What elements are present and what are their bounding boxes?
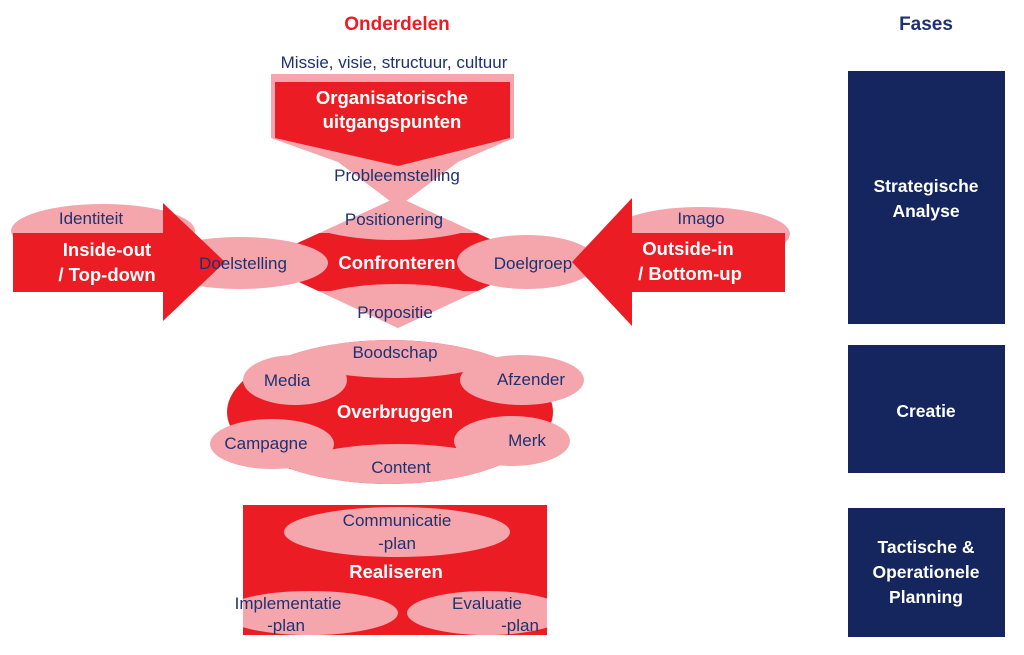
- column-header-fases: Fases: [899, 14, 953, 35]
- implementatieplan-ellipse: [243, 591, 398, 635]
- doelgroep-ellipse: [457, 235, 597, 289]
- label-identiteit: Identiteit: [59, 209, 124, 228]
- label-realiseren: Realiseren: [349, 561, 443, 582]
- label-propositie: Propositie: [357, 303, 433, 322]
- outside-in-arrow: [572, 198, 785, 326]
- label-doelgroep: Doelgroep: [494, 254, 572, 273]
- label-evaluatie: Evaluatie: [452, 594, 522, 613]
- fase-box-tactische-planning: [848, 508, 1005, 637]
- inside-out-line1: Inside-out: [63, 239, 151, 260]
- evaluatieplan-ellipse: [407, 591, 547, 635]
- label-content: Content: [371, 458, 431, 477]
- org-title-line1: Organisatorische: [316, 87, 468, 108]
- fase-tactische-line1: Tactische &: [878, 537, 975, 557]
- afzender-ellipse: [460, 355, 584, 405]
- fase-strategische-line2: Analyse: [892, 201, 959, 221]
- label-probleemstelling: Probleemstelling: [334, 166, 460, 185]
- label-communicatie-plan: -plan: [378, 534, 416, 553]
- label-doelstelling: Doelstelling: [199, 254, 287, 273]
- label-merk: Merk: [508, 431, 546, 450]
- fase-creatie-line1: Creatie: [896, 401, 956, 421]
- media-ellipse: [243, 355, 347, 405]
- label-communicatie: Communicatie: [343, 511, 452, 530]
- boodschap-ellipse: [287, 340, 503, 378]
- label-overbruggen: Overbruggen: [337, 401, 453, 422]
- label-campagne: Campagne: [224, 434, 307, 453]
- fase-strategische-line1: Strategische: [873, 176, 978, 196]
- communicatieplan-ellipse: [284, 507, 510, 557]
- inside-out-arrow: [13, 203, 225, 321]
- label-implementatie: Implementatie: [235, 594, 342, 613]
- fase-box-strategische-analyse: [848, 71, 1005, 324]
- outside-in-line1: Outside-in: [642, 238, 733, 259]
- fase-tactische-line2: Operationele: [873, 562, 980, 582]
- fase-tactische-line3: Planning: [889, 587, 963, 607]
- label-boodschap: Boodschap: [352, 343, 437, 362]
- label-positionering: Positionering: [345, 210, 443, 229]
- org-title-line2: uitgangspunten: [323, 111, 462, 132]
- inside-out-line2: / Top-down: [58, 264, 155, 285]
- merk-ellipse: [454, 416, 570, 466]
- label-missie-visie: Missie, visie, structuur, cultuur: [281, 53, 508, 72]
- org-red-shape: [275, 82, 510, 166]
- label-afzender: Afzender: [497, 370, 565, 389]
- fase-box-creatie: [848, 345, 1005, 473]
- label-media: Media: [264, 371, 311, 390]
- label-evaluatie-plan: -plan: [501, 616, 539, 635]
- outside-in-line2: / Bottom-up: [638, 263, 742, 284]
- label-confronteren: Confronteren: [338, 252, 455, 273]
- column-header-onderdelen: Onderdelen: [344, 14, 450, 35]
- label-imago: Imago: [677, 209, 724, 228]
- realize-inner: [243, 507, 547, 635]
- label-implementatie-plan: -plan: [267, 616, 305, 635]
- campagne-ellipse: [210, 419, 334, 469]
